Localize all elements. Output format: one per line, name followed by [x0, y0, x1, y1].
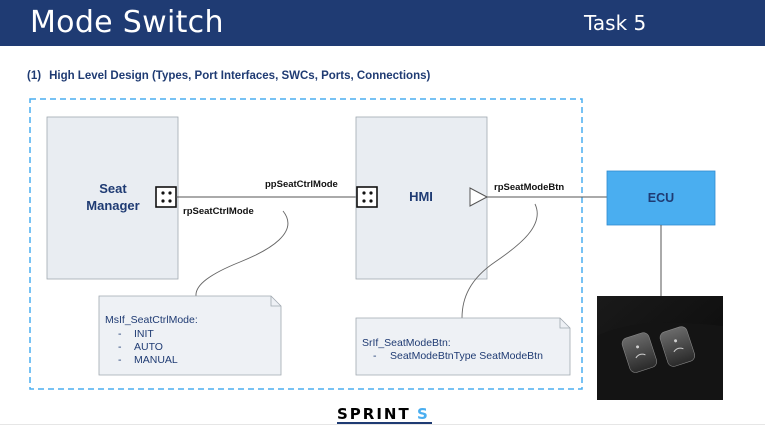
slide-title: Mode Switch	[30, 5, 224, 40]
sprints-logo: SPRINT S	[337, 405, 432, 424]
hmi-component	[355, 116, 488, 280]
task-label: Task 5	[584, 11, 647, 35]
seat-manager-label-line1: Seat	[99, 181, 127, 196]
section-heading: (1) High Level Design (Types, Port Interf…	[27, 70, 430, 82]
section-title: High Level Design (Types, Port Interface…	[49, 70, 431, 82]
sr-item-seat-mode-btn: SeatModeBtnType SeatModeBtn	[390, 350, 543, 362]
list-bullet: -	[118, 341, 122, 353]
footer-divider	[0, 424, 765, 425]
sr-interface-note	[355, 317, 571, 376]
mode-port-icon	[155, 186, 177, 208]
rp-seat-ctrl-mode-label: rpSeatCtrlMode	[183, 206, 254, 217]
mode-interface-callout	[195, 210, 289, 297]
mode-port-icon	[356, 186, 378, 208]
seat-button-left	[621, 332, 658, 373]
note-fold	[559, 318, 570, 329]
receiver-port-icon	[469, 187, 489, 207]
header-bar: Mode Switch Task 5	[0, 0, 765, 46]
sr-interface-title: SrIf_SeatModeBtn:	[362, 337, 451, 349]
rp-seat-mode-btn-label: rpSeatModeBtn	[494, 182, 564, 193]
seat-button-right	[659, 326, 696, 367]
list-bullet: -	[373, 350, 377, 362]
logo-text: SPRINT	[337, 405, 411, 423]
seat-button-photo	[597, 296, 723, 400]
sr-interface-callout	[461, 203, 538, 319]
pp-seat-ctrl-mode-label: ppSeatCtrlMode	[265, 179, 338, 190]
mode-item-manual: MANUAL	[134, 354, 178, 366]
list-bullet: -	[118, 328, 122, 340]
ecu-label: ECU	[648, 191, 674, 205]
ecu-component	[606, 170, 716, 226]
note-fold	[270, 296, 281, 307]
composition-boundary	[29, 98, 583, 390]
mode-item-auto: AUTO	[134, 341, 163, 353]
mode-interface-note	[98, 295, 282, 376]
seat-manager-label-line2: Manager	[86, 198, 139, 213]
section-number: (1)	[27, 70, 42, 82]
hmi-label: HMI	[409, 189, 433, 204]
logo-underline	[337, 422, 432, 424]
mode-item-init: INIT	[134, 328, 154, 340]
list-bullet: -	[118, 354, 122, 366]
logo-suffix: S	[417, 405, 430, 423]
mode-interface-title: MsIf_SeatCtrlMode:	[105, 314, 198, 326]
